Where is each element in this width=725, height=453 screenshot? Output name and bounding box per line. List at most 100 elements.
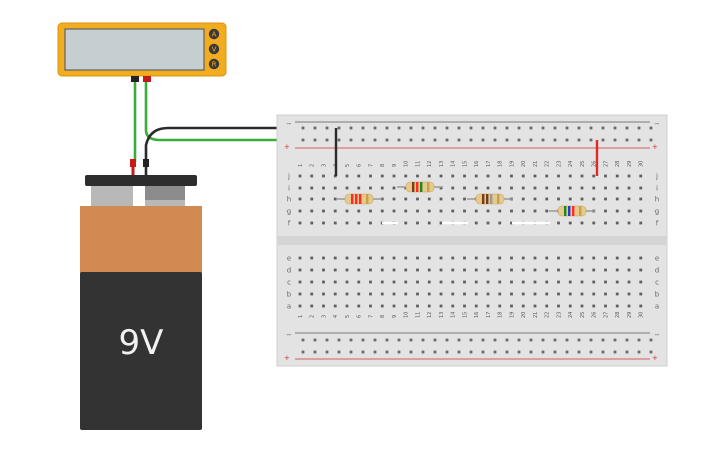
hole-a21[interactable]: [533, 304, 537, 308]
hole-b21[interactable]: [533, 292, 537, 296]
hole-e13[interactable]: [439, 256, 443, 260]
hole-b4[interactable]: [333, 292, 337, 296]
hole-c21[interactable]: [533, 280, 537, 284]
resistors[interactable]: [336, 181, 595, 217]
hole-e23[interactable]: [557, 256, 560, 260]
top-rail-minus-hole[interactable]: [313, 126, 317, 130]
hole-c15[interactable]: [463, 280, 466, 284]
hole-i16[interactable]: [474, 186, 478, 190]
hole-i26[interactable]: [592, 186, 596, 190]
hole-g13[interactable]: [439, 209, 443, 213]
hole-i19[interactable]: [510, 186, 513, 190]
mode-a-button[interactable]: A: [208, 28, 220, 40]
hole-h1[interactable]: [298, 197, 302, 201]
hole-g29[interactable]: [627, 209, 631, 213]
hole-j25[interactable]: [580, 174, 584, 178]
bottom-rail-minus-hole[interactable]: [373, 338, 377, 342]
hole-e22[interactable]: [545, 256, 549, 260]
bottom-rail-plus-hole[interactable]: [301, 350, 305, 354]
hole-e30[interactable]: [639, 256, 643, 260]
top-rail-plus-hole[interactable]: [421, 138, 425, 142]
hole-e28[interactable]: [615, 256, 619, 260]
hole-e18[interactable]: [498, 256, 502, 260]
hole-f12[interactable]: [427, 221, 431, 225]
hole-h14[interactable]: [451, 197, 455, 201]
hole-j11[interactable]: [416, 174, 419, 178]
hole-d1[interactable]: [298, 268, 302, 272]
hole-h30[interactable]: [639, 197, 643, 201]
top-rail-minus-hole[interactable]: [589, 126, 593, 130]
top-rail-minus-hole[interactable]: [649, 126, 653, 130]
hole-d28[interactable]: [615, 268, 619, 272]
top-rail-minus-hole[interactable]: [565, 126, 569, 130]
hole-b24[interactable]: [568, 292, 572, 296]
bottom-rail-plus-hole[interactable]: [529, 350, 533, 354]
hole-c6[interactable]: [357, 280, 361, 284]
bottom-rail-minus-hole[interactable]: [589, 338, 593, 342]
hole-c7[interactable]: [369, 280, 372, 284]
hole-f6[interactable]: [357, 221, 361, 225]
bottom-rail-minus-hole[interactable]: [517, 338, 521, 342]
bottom-rail-plus-hole[interactable]: [541, 350, 545, 354]
bottom-rail-minus-hole[interactable]: [649, 338, 653, 342]
hole-d8[interactable]: [380, 268, 384, 272]
hole-e27[interactable]: [604, 256, 607, 260]
hole-e9[interactable]: [392, 256, 396, 260]
top-rail-plus-hole[interactable]: [505, 138, 509, 142]
hole-h11[interactable]: [416, 197, 419, 201]
hole-d21[interactable]: [533, 268, 537, 272]
hole-a30[interactable]: [639, 304, 643, 308]
battery-terminal-positive[interactable]: [91, 186, 133, 206]
hole-i21[interactable]: [533, 186, 537, 190]
top-rail-plus-hole[interactable]: [493, 138, 497, 142]
hole-c19[interactable]: [510, 280, 513, 284]
hole-f2[interactable]: [310, 221, 314, 225]
hole-b20[interactable]: [521, 292, 525, 296]
top-rail-minus-hole[interactable]: [433, 126, 437, 130]
bottom-rail-plus-hole[interactable]: [469, 350, 473, 354]
hole-h23[interactable]: [557, 197, 560, 201]
hole-e20[interactable]: [521, 256, 525, 260]
hole-d11[interactable]: [416, 268, 419, 272]
hole-j13[interactable]: [439, 174, 443, 178]
bottom-rail-minus-hole[interactable]: [457, 338, 461, 342]
top-rail-plus-hole[interactable]: [601, 138, 605, 142]
hole-e7[interactable]: [369, 256, 372, 260]
hole-i17[interactable]: [486, 186, 490, 190]
hole-e15[interactable]: [463, 256, 466, 260]
bottom-rail-plus-hole[interactable]: [637, 350, 641, 354]
bottom-rail-minus-hole[interactable]: [601, 338, 605, 342]
hole-a4[interactable]: [333, 304, 337, 308]
hole-j2[interactable]: [310, 174, 314, 178]
hole-g10[interactable]: [404, 209, 408, 213]
hole-c23[interactable]: [557, 280, 560, 284]
hole-i1[interactable]: [298, 186, 302, 190]
hole-d25[interactable]: [580, 268, 584, 272]
hole-d17[interactable]: [486, 268, 490, 272]
bottom-rail-minus-hole[interactable]: [505, 338, 509, 342]
hole-j21[interactable]: [533, 174, 537, 178]
hole-b7[interactable]: [369, 292, 372, 296]
bottom-rail-plus-hole[interactable]: [433, 350, 437, 354]
hole-b10[interactable]: [404, 292, 408, 296]
hole-b27[interactable]: [604, 292, 607, 296]
top-rail-minus-hole[interactable]: [493, 126, 497, 130]
hole-j20[interactable]: [521, 174, 525, 178]
hole-c12[interactable]: [427, 280, 431, 284]
hole-j15[interactable]: [463, 174, 466, 178]
hole-d14[interactable]: [451, 268, 455, 272]
hole-f26[interactable]: [592, 221, 596, 225]
hole-b22[interactable]: [545, 292, 549, 296]
hole-h3[interactable]: [322, 197, 325, 201]
bottom-rail-plus-hole[interactable]: [349, 350, 353, 354]
hole-h9[interactable]: [392, 197, 396, 201]
hole-j29[interactable]: [627, 174, 631, 178]
hole-g30[interactable]: [639, 209, 643, 213]
hole-a2[interactable]: [310, 304, 314, 308]
hole-i27[interactable]: [604, 186, 607, 190]
top-rail-minus-hole[interactable]: [337, 126, 341, 130]
hole-i13[interactable]: [439, 186, 443, 190]
hole-i24[interactable]: [568, 186, 572, 190]
bottom-rail-minus-hole[interactable]: [361, 338, 365, 342]
